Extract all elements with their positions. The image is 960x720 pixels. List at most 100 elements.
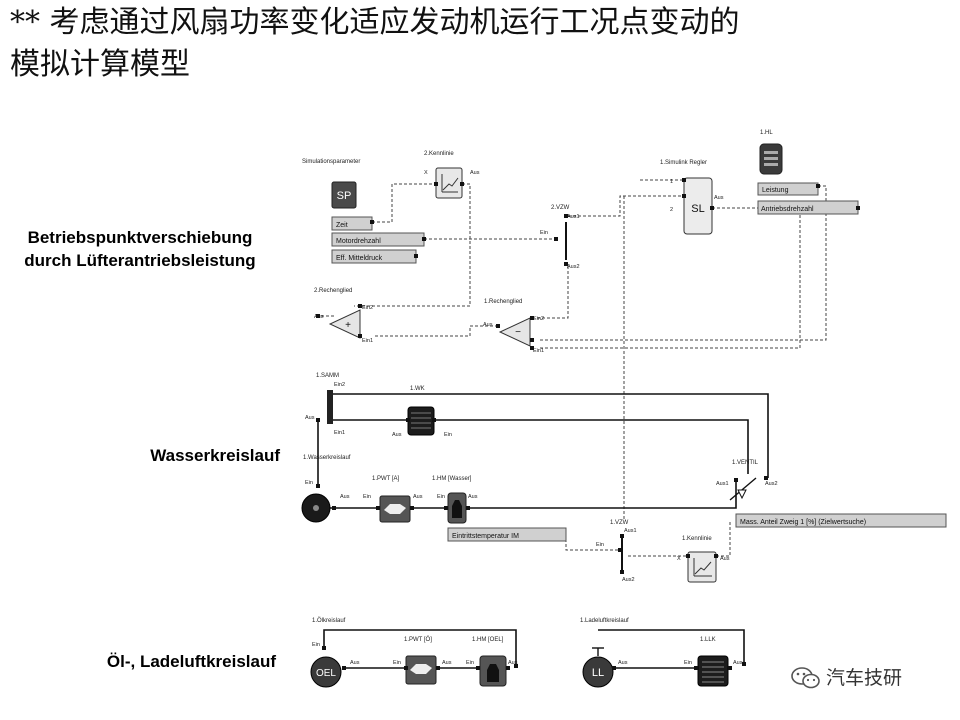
watermark: 汽车技研 xyxy=(790,666,940,690)
title-line-2: 模拟计算模型 xyxy=(10,47,190,82)
vzw1-port-aus1: Aus1 xyxy=(624,528,637,534)
pwt-oel-port-ein: Ein xyxy=(393,660,401,666)
rechenglied2-block[interactable]: + xyxy=(328,309,361,339)
signal-lines xyxy=(318,179,858,557)
wk-port-ein: Ein xyxy=(444,432,452,438)
sim-params-title: Simulationsparameter xyxy=(302,159,360,165)
vzw2-port-aus1: Aus1 xyxy=(567,214,580,220)
sim-params-block[interactable]: SP xyxy=(331,181,357,209)
samm-port-ein1: Ein1 xyxy=(334,430,345,436)
section-label-operating-point: Betriebspunktverschiebung durch Lüfteran… xyxy=(0,226,280,272)
kennlinie2-port-x: X xyxy=(424,170,428,176)
llk-port-ein: Ein xyxy=(684,660,692,666)
pwt-a-port-aus: Aus xyxy=(413,494,423,500)
svg-text:Mass. Anteil Zweig 1 [%] (Ziel: Mass. Anteil Zweig 1 [%] (Zielwertsuche) xyxy=(740,519,866,526)
rechenglied2-port-ein2: Ein2 xyxy=(362,305,373,311)
ventil-block[interactable] xyxy=(729,477,757,501)
section-label-line-2: durch Lüfterantriebsleistung xyxy=(24,251,256,270)
vzw2-port-ein: Ein xyxy=(540,230,548,236)
connector-dots xyxy=(316,178,860,670)
wasserkreislauf-title: 1.Wasserkreislauf xyxy=(303,455,351,461)
vzw2-title: 2.VZW xyxy=(551,205,570,211)
sim-params-field-motordrehzahl[interactable]: Motordrehzahl xyxy=(331,232,425,247)
hm-wasser-title: 1.HM [Wasser] xyxy=(432,476,472,482)
hl-block[interactable] xyxy=(759,143,783,175)
svg-text:Zeit: Zeit xyxy=(336,222,348,229)
llk-port-aus: Aus xyxy=(733,660,743,666)
ventil-title: 1.VENTIL xyxy=(732,460,759,466)
pwt-oel-port-aus: Aus xyxy=(442,660,452,666)
hm-oel-port-ein: Ein xyxy=(466,660,474,666)
oelkreislauf-port-ein: Ein xyxy=(312,642,320,648)
oelkreislauf-icon: OEL xyxy=(316,668,336,679)
ladeluft-icon: LL xyxy=(592,667,604,679)
samm-title: 1.SAMM xyxy=(316,373,339,379)
svg-text:Leistung: Leistung xyxy=(762,187,789,194)
samm-port-ein2: Ein2 xyxy=(334,382,345,388)
wasserkreislauf-port-aus: Aus xyxy=(340,494,350,500)
ladeluft-block[interactable]: LL xyxy=(582,647,614,688)
ventil-port-aus1: Aus1 xyxy=(716,481,729,487)
simulink-title: 1.Simulink Regler xyxy=(660,160,707,166)
hm-wasser-port-ein: Ein xyxy=(437,494,445,500)
oelkreislauf-title: 1.Ölkreislauf xyxy=(312,617,346,624)
simulink-port-1: 1 xyxy=(670,179,673,185)
vzw1-port-aus2: Aus2 xyxy=(622,577,635,583)
llk-block[interactable] xyxy=(697,655,729,687)
hm-wasser-block[interactable] xyxy=(447,492,467,524)
ladeluft-title: 1.Ladeluftkreislauf xyxy=(580,618,629,624)
wasserkreislauf-block[interactable] xyxy=(301,493,331,523)
rechenglied1-block[interactable]: − xyxy=(498,317,531,347)
kennlinie2-port-out: Aus xyxy=(470,170,480,176)
pwt-oel-block[interactable] xyxy=(405,655,437,685)
oelkreislauf-block[interactable]: OEL xyxy=(310,656,342,688)
kennlinie1-block[interactable] xyxy=(687,551,717,583)
section-label-water: Wasserkreislauf xyxy=(150,446,280,465)
hl-field-leistung[interactable]: Leistung xyxy=(757,182,819,196)
simulink-port-2: 2 xyxy=(670,207,673,213)
hm-oel-port-aus: Aus xyxy=(508,660,518,666)
pwt-a-port-ein: Ein xyxy=(363,494,371,500)
flow-lines xyxy=(317,393,769,669)
svg-text:Eff. Mitteldruck: Eff. Mitteldruck xyxy=(336,255,383,262)
section-label-line-1: Betriebspunktverschiebung xyxy=(27,228,253,247)
sim-params-field-mitteldruck[interactable]: Eff. Mitteldruck xyxy=(331,249,417,264)
slide-title: ** 考虑通过风扇功率变化适应发动机运行工况点变动的 模拟计算模型 xyxy=(10,2,950,86)
vzw1-title: 1.VZW xyxy=(610,520,629,526)
llk-title: 1.LLK xyxy=(700,637,716,643)
kennlinie2-block[interactable] xyxy=(435,167,463,199)
simulink-icon: SL xyxy=(691,203,704,215)
rechenglied1-title: 1.Rechenglied xyxy=(484,299,522,305)
hm-oel-title: 1.HM [OEL] xyxy=(472,637,504,643)
svg-text:Eintrittstemperatur IM: Eintrittstemperatur IM xyxy=(452,533,519,540)
svg-text:Motordrehzahl: Motordrehzahl xyxy=(336,238,381,245)
rechenglied1-port-aus: Aus xyxy=(483,322,493,328)
wk-port-aus: Aus xyxy=(392,432,402,438)
svg-text:Antriebsdrehzahl: Antriebsdrehzahl xyxy=(761,206,814,213)
kennlinie1-title: 1.Kennlinie xyxy=(682,536,712,542)
ventil-field-massenanteil[interactable]: Mass. Anteil Zweig 1 [%] (Zielwertsuche) xyxy=(735,513,947,528)
wk-radiator-block[interactable] xyxy=(407,406,435,436)
kennlinie1-port-out: Aus xyxy=(720,556,730,562)
watermark-text: 汽车技研 xyxy=(826,667,903,689)
hl-field-antriebsdrehzahl[interactable]: Antriebsdrehzahl xyxy=(757,200,859,215)
rechenglied2-title: 2.Rechenglied xyxy=(314,288,352,294)
sim-params-field-zeit[interactable]: Zeit xyxy=(331,216,373,231)
wasserkreislauf-port-ein: Ein xyxy=(305,480,313,486)
hm-oel-block[interactable] xyxy=(479,655,507,687)
simulink-port-out: Aus xyxy=(714,195,724,201)
pwt-oel-title: 1.PWT [Ö] xyxy=(404,636,432,643)
pwt-a-block[interactable] xyxy=(379,495,411,523)
sim-params-icon: SP xyxy=(337,190,352,202)
simulink-block[interactable]: SL xyxy=(683,177,713,235)
rechenglied2-port-ein1: Ein1 xyxy=(362,338,373,344)
samm-junction[interactable] xyxy=(327,390,333,424)
wechat-icon xyxy=(791,667,820,689)
hm-wasser-field-eintrittstemperatur[interactable]: Eintrittstemperatur IM xyxy=(447,527,567,542)
kennlinie2-title: 2.Kennlinie xyxy=(424,151,454,157)
plus-icon: + xyxy=(345,320,351,331)
rechenglied1-port-ein2: Ein2 xyxy=(533,316,544,322)
ventil-port-aus2: Aus2 xyxy=(765,481,778,487)
pwt-a-title: 1.PWT [A] xyxy=(372,476,400,482)
